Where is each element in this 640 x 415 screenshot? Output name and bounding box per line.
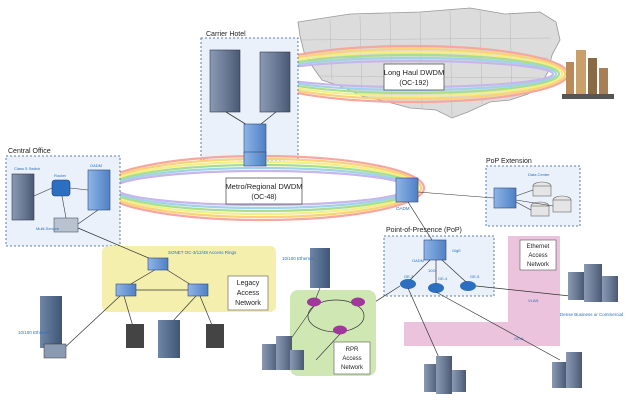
long-haul-title: Long Haul DWDM — [384, 68, 444, 77]
metro-rate: (OC-48) — [251, 194, 276, 201]
left-ethernet-label: 10/100 Ethernet — [18, 330, 51, 335]
metro-top-oadm-icon — [243, 151, 267, 167]
office-building-rpr-icon — [310, 248, 330, 288]
data-center-label: Data Center — [528, 172, 550, 177]
metro-title: Metro/Regional DWDM — [225, 182, 302, 191]
city-skyline — [562, 50, 614, 99]
server-cluster-bottom — [424, 356, 466, 394]
co-router-label: Router — [54, 173, 67, 178]
sonet-rings-label: SONET OC-3/12/48 Access Rings — [168, 250, 237, 255]
carrier-hotel-oadm-icon — [243, 123, 267, 155]
ge-d-label: GE-6 — [514, 336, 524, 341]
sonet-adm-top-icon — [147, 257, 169, 271]
office-building-mid-icon — [158, 320, 180, 358]
pop-extension-label: PoP Extension — [486, 158, 532, 165]
pop-extension-links — [417, 189, 554, 211]
metro-right-oadm-icon — [395, 177, 419, 203]
sonet-adm-right-icon — [187, 283, 209, 297]
multi-service-label: Multi-Service — [36, 226, 60, 231]
svg-text:Ethernet: Ethernet — [527, 244, 550, 250]
co-oadm-icon — [87, 169, 111, 211]
class5-switch-icon — [11, 173, 35, 221]
server-cluster-left — [262, 336, 304, 370]
pop-core-switch-icon — [423, 239, 447, 261]
svg-text:Network: Network — [341, 365, 364, 371]
office-building-left-icon — [40, 296, 62, 348]
rpr-links — [289, 287, 341, 361]
legacy-access-label: Legacy Access Network — [227, 275, 269, 311]
rpr-access-label: RPR Access Network — [333, 341, 371, 375]
pop-oadm-label: OADM — [412, 258, 424, 263]
svg-text:Network: Network — [235, 300, 261, 307]
pop-extension-switch-icon — [493, 187, 517, 209]
pop-routers — [400, 279, 476, 293]
dense-business-label: Dense Business or Commercial — [560, 312, 623, 317]
server-cluster-right — [568, 264, 618, 302]
metro-label-box — [225, 177, 303, 205]
gige-1-label: GigE — [452, 248, 461, 253]
pop-label: Point-of-Presence (PoP) — [386, 227, 462, 234]
factory-right-icon — [206, 324, 224, 348]
svg-text:RPR: RPR — [346, 347, 359, 353]
metro-oadm-label: OADM — [396, 206, 410, 211]
svg-text:Network: Network — [527, 262, 550, 268]
co-router-icon — [51, 179, 71, 197]
left-access-device-icon — [43, 343, 67, 359]
co-oadm-label: OADM — [90, 163, 102, 168]
factory-left-icon — [126, 324, 144, 348]
central-office-label: Central Office — [8, 148, 51, 155]
server-cluster-bottom-right — [552, 352, 582, 388]
ge-a-label: GE-3 — [404, 274, 414, 279]
vlan-label: VLAN — [528, 298, 539, 303]
ge-b-label: GE-4 — [438, 276, 448, 281]
rpr-routers — [307, 297, 365, 335]
long-haul-rate: (OC-192) — [399, 80, 428, 87]
class5-switch-label: Class 5 Switch — [14, 166, 40, 171]
storage-disks-icon — [530, 181, 572, 217]
ethernet-access-label: Ethernet Access Network — [519, 239, 557, 271]
svg-text:Legacy: Legacy — [237, 280, 260, 287]
gige-2-label: 10G — [428, 268, 436, 273]
sonet-adm-left-icon — [115, 283, 137, 297]
long-haul-label-box — [383, 63, 445, 91]
svg-text:Access: Access — [237, 290, 260, 297]
carrier-hotel-servers — [209, 49, 291, 113]
co-links — [33, 187, 99, 225]
carrier-hotel-label: Carrier Hotel — [206, 31, 246, 38]
svg-text:Access: Access — [528, 253, 547, 259]
ge-c-label: GE-5 — [470, 274, 480, 279]
svg-text:Access: Access — [342, 356, 361, 362]
mid-ethernet-label: 10/100 Ethernet — [282, 256, 315, 261]
